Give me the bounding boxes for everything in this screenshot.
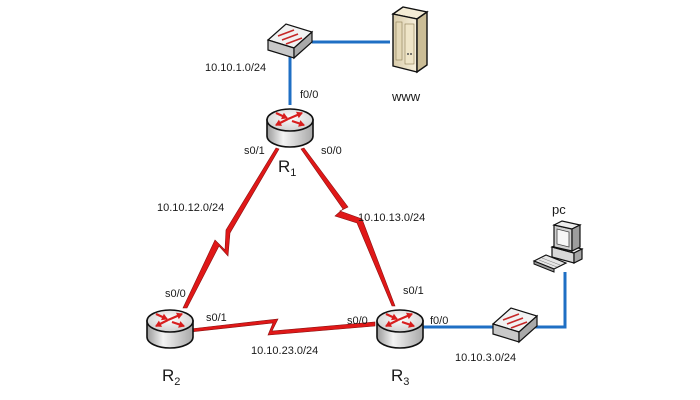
link-switch2-pc [535, 272, 567, 329]
router-r2[interactable] [146, 309, 194, 349]
subnet-label-10-10-1: 10.10.1.0/24 [205, 62, 266, 74]
switch-1[interactable] [266, 23, 314, 60]
subnet-label-10-10-3: 10.10.3.0/24 [455, 352, 516, 364]
server-label: www [391, 89, 421, 104]
subnet-label-10-10-12: 10.10.12.0/24 [157, 202, 224, 214]
router-r3-label: R3 [391, 366, 409, 388]
router-icon [266, 108, 314, 148]
subnet-label-10-10-23: 10.10.23.0/24 [251, 345, 318, 357]
router-r2-label: R2 [162, 366, 180, 388]
r2-interface-s0-1: s0/1 [206, 312, 227, 324]
subnet-label-10-10-13: 10.10.13.0/24 [358, 212, 425, 224]
router-arrows-icon [385, 312, 415, 328]
router-r1-label: R1 [278, 157, 296, 179]
r1-interface-s0-1: s0/1 [244, 145, 265, 157]
router-icon [146, 309, 194, 349]
www-server[interactable] [391, 6, 429, 74]
link-r1-r2 [182, 147, 280, 309]
pc-label: pc [552, 202, 566, 217]
switch-2[interactable] [491, 307, 539, 344]
server-icon [391, 6, 429, 74]
serial-links [182, 147, 396, 336]
ethernet-links [288, 40, 567, 329]
router-arrows-icon [275, 111, 305, 127]
router-arrows-icon [155, 312, 185, 328]
r3-interface-s0-0: s0/0 [347, 315, 368, 327]
r2-interface-s0-0: s0/0 [165, 288, 186, 300]
switch-icon [266, 23, 314, 60]
pc-icon [532, 220, 584, 273]
pc[interactable] [532, 220, 584, 273]
r1-interface-s0-0: s0/0 [321, 145, 342, 157]
router-r1[interactable] [266, 108, 314, 148]
router-r3[interactable] [376, 309, 424, 349]
router-icon [376, 309, 424, 349]
r3-interface-s0-1: s0/1 [403, 285, 424, 297]
r3-interface-f0-0: f0/0 [430, 315, 448, 327]
link-r2-r3 [189, 318, 376, 336]
link-r1-r3 [300, 147, 396, 307]
r1-interface-f0-0: f0/0 [300, 89, 318, 101]
switch-icon [491, 307, 539, 344]
